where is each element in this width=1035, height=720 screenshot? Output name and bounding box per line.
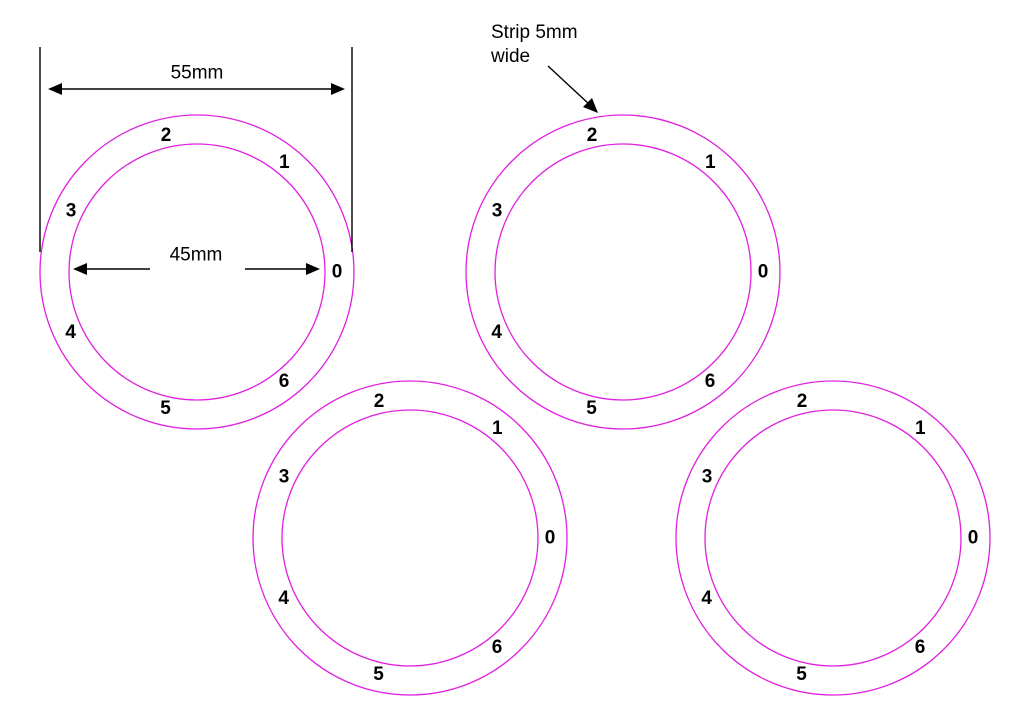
ring-2-inner-circle xyxy=(494,143,752,401)
ring-2-digit-3: 3 xyxy=(492,201,503,222)
ring-4: 0 1 2 3 4 5 6 xyxy=(675,380,991,696)
ring-4-digit-4: 4 xyxy=(701,588,712,609)
ring-3-digit-4: 4 xyxy=(278,588,289,609)
strip-width-note: Strip 5mm wide xyxy=(490,22,598,113)
inner-dimension-arrow-right xyxy=(306,263,320,275)
ring-4-inner-circle xyxy=(704,409,962,667)
ring-4-digit-0: 0 xyxy=(968,528,979,549)
ring-2-digit-5: 5 xyxy=(586,398,597,419)
ring-2: 0 1 2 3 4 5 6 xyxy=(465,114,781,430)
ring-4-digit-5: 5 xyxy=(796,664,807,685)
strip-note-line1: Strip 5mm xyxy=(491,22,578,43)
inner-dimension: 45mm xyxy=(73,245,320,275)
strip-note-line2: wide xyxy=(490,46,530,67)
ring-3-digit-2: 2 xyxy=(374,391,385,412)
ring-4-outer-circle xyxy=(675,380,991,696)
ring-1-digit-0: 0 xyxy=(332,262,343,283)
ring-3-outer-circle xyxy=(252,380,568,696)
ring-4-digit-1: 1 xyxy=(915,418,926,439)
ring-1-inner-circle xyxy=(68,143,326,401)
ring-1-digit-6: 6 xyxy=(279,371,290,392)
ring-2-digit-6: 6 xyxy=(705,371,716,392)
ring-2-digit-2: 2 xyxy=(587,125,598,146)
ring-2-digit-4: 4 xyxy=(491,322,502,343)
ring-1-digit-2: 2 xyxy=(161,125,172,146)
ring-3-digit-1: 1 xyxy=(492,418,503,439)
outer-dimension: 55mm xyxy=(39,47,353,252)
inner-dimension-label: 45mm xyxy=(170,245,223,266)
ring-2-digit-1: 1 xyxy=(705,152,716,173)
ring-3-digit-5: 5 xyxy=(373,664,384,685)
ring-1-digit-1: 1 xyxy=(279,152,290,173)
ring-4-digit-2: 2 xyxy=(797,391,808,412)
ring-3-digit-0: 0 xyxy=(545,528,556,549)
strip-note-arrowhead xyxy=(583,98,598,113)
ring-3-digit-3: 3 xyxy=(279,467,290,488)
ring-1-digit-3: 3 xyxy=(66,201,77,222)
ring-3-digit-6: 6 xyxy=(492,637,503,658)
ring-1: 0 1 2 3 4 5 6 xyxy=(39,114,355,430)
ring-3: 0 1 2 3 4 5 6 xyxy=(252,380,568,696)
ring-2-outer-circle xyxy=(465,114,781,430)
ring-3-inner-circle xyxy=(281,409,539,667)
ring-1-digit-5: 5 xyxy=(160,398,171,419)
outer-dimension-label: 55mm xyxy=(171,63,224,84)
inner-dimension-arrow-left xyxy=(73,263,87,275)
outer-dimension-arrow-right xyxy=(331,83,345,95)
ring-4-digit-6: 6 xyxy=(915,637,926,658)
ring-4-digit-3: 3 xyxy=(702,467,713,488)
ring-1-digit-4: 4 xyxy=(65,322,76,343)
strip-note-arrow-line xyxy=(547,65,591,106)
ring-1-outer-circle xyxy=(39,114,355,430)
outer-dimension-arrow-left xyxy=(48,83,62,95)
ring-2-digit-0: 0 xyxy=(758,262,769,283)
